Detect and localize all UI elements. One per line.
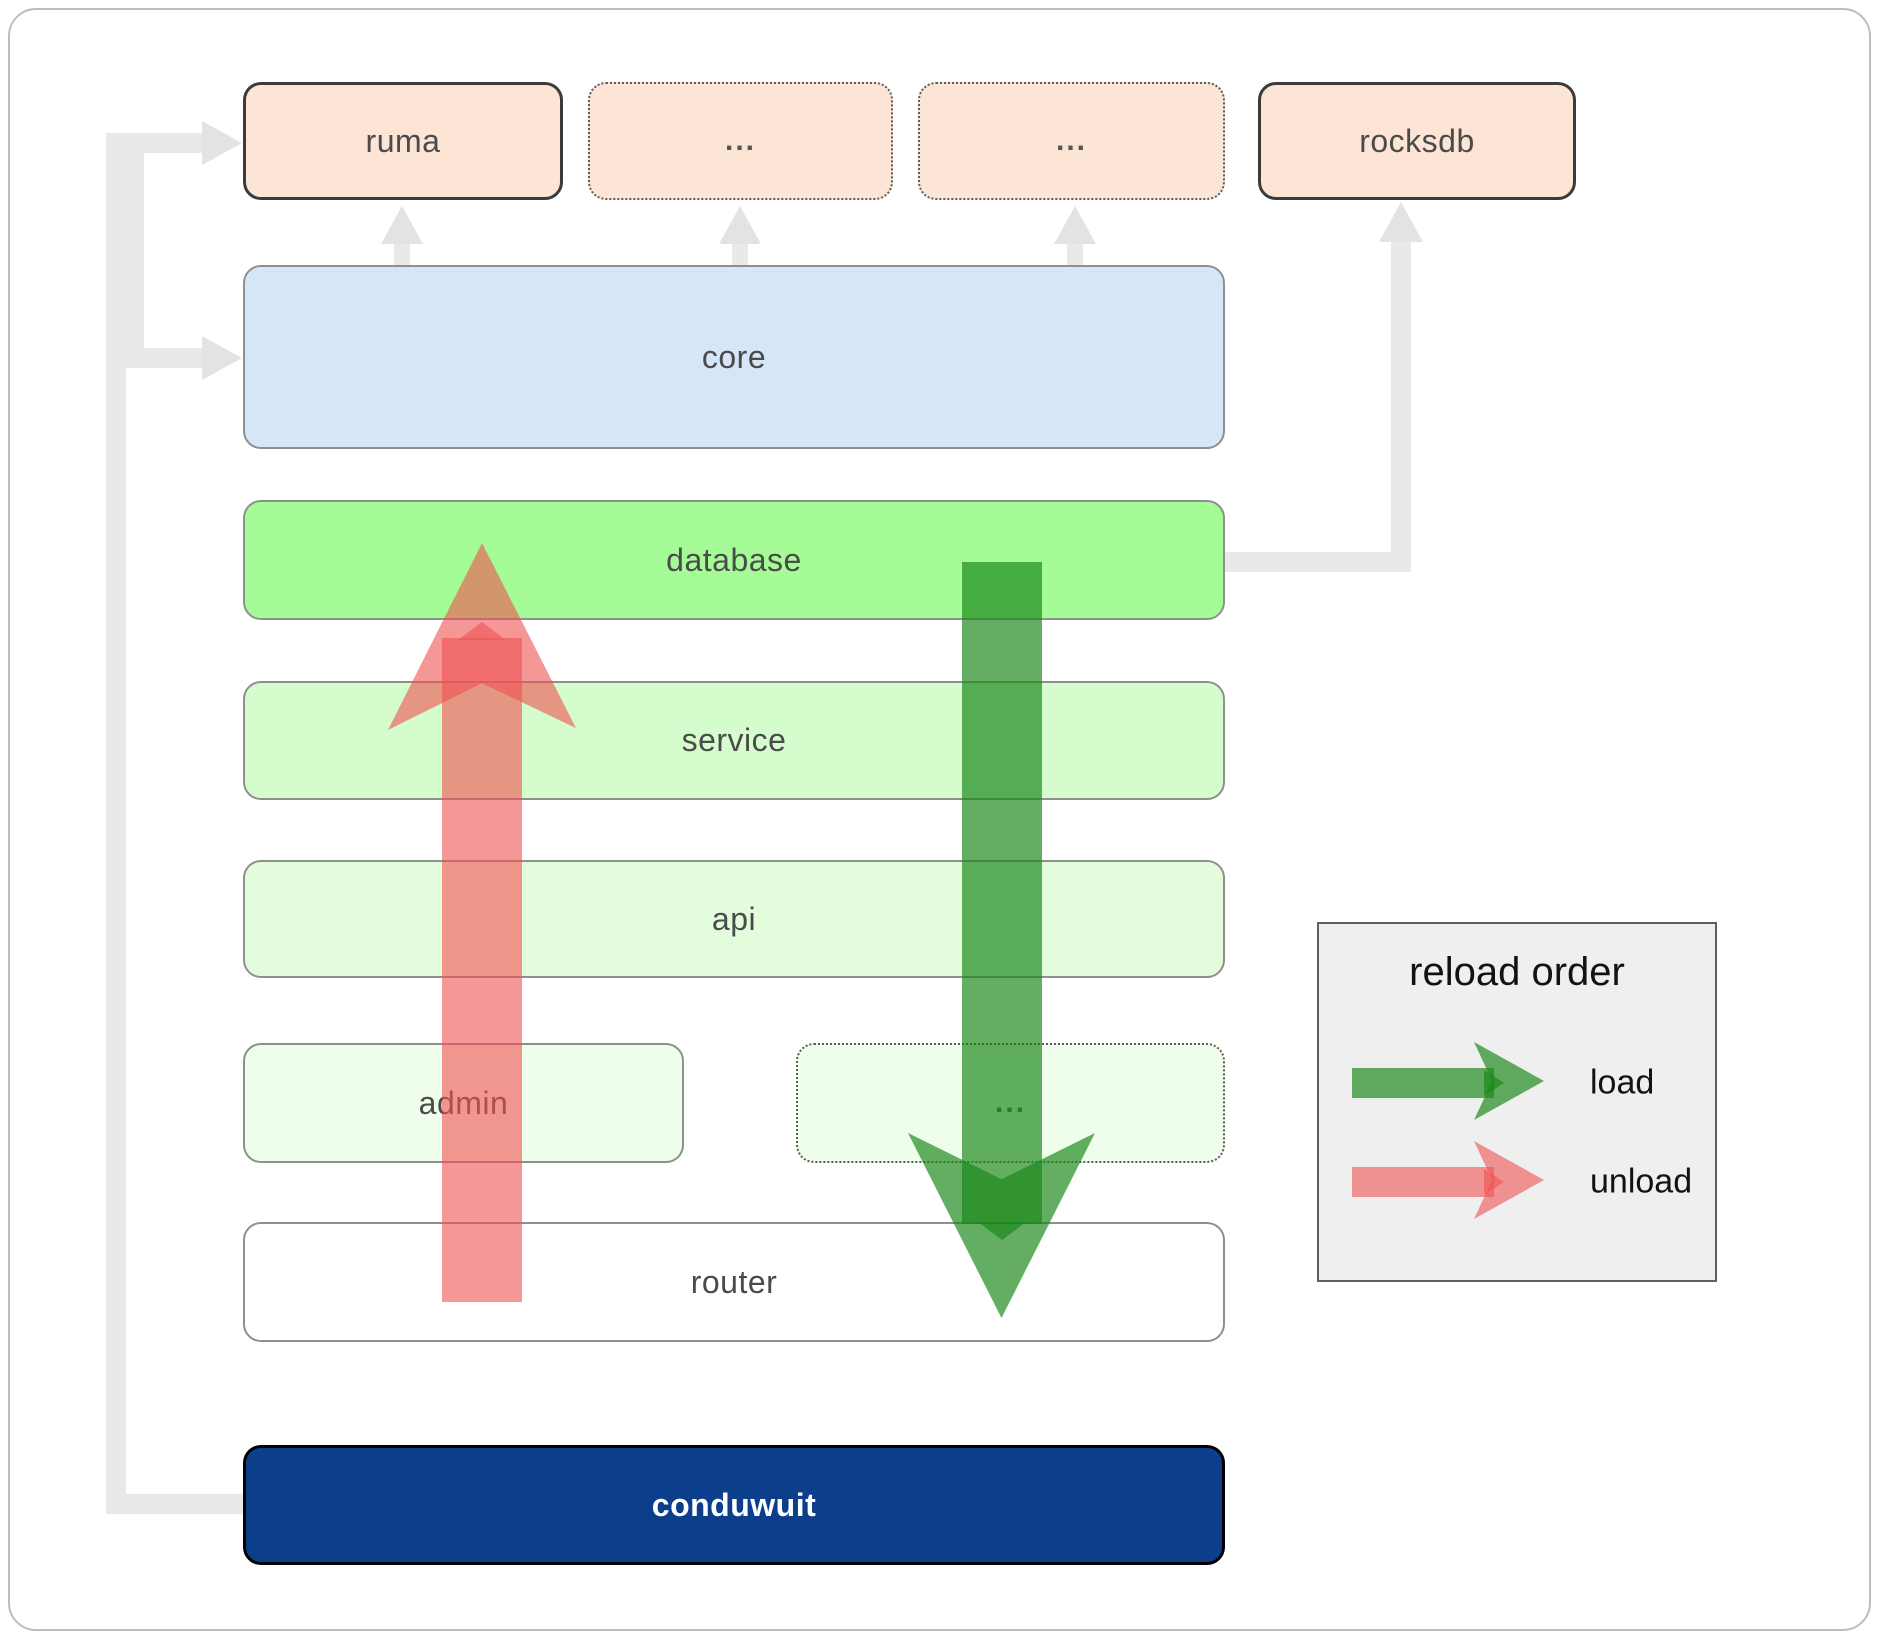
node-ellipsis-1: ... — [588, 82, 893, 200]
core-to-ruma-arrow-shaft — [394, 240, 410, 267]
legend-load-arrow-shaft — [1352, 1068, 1494, 1098]
node-api: api — [243, 860, 1225, 978]
node-ruma-label: ruma — [365, 122, 441, 159]
connector-trunk-line — [106, 133, 126, 1514]
node-router-label: router — [690, 1263, 778, 1300]
node-ellipsis-2-label: ... — [1055, 124, 1087, 157]
node-conduwuit-label: conduwuit — [651, 1486, 817, 1523]
node-rocksdb: rocksdb — [1258, 82, 1576, 200]
node-core: core — [243, 265, 1225, 449]
legend-unload-label: unload — [1590, 1162, 1693, 1201]
unload-arrow-shaft — [442, 638, 522, 1302]
node-rocksdb-label: rocksdb — [1359, 122, 1475, 159]
legend-load-label: load — [1590, 1063, 1655, 1102]
node-database: database — [243, 500, 1225, 620]
diagram-outer-frame — [8, 8, 1871, 1631]
database-elbow-horizontal — [1223, 552, 1411, 572]
node-router: router — [243, 1222, 1225, 1342]
node-service-label: service — [681, 722, 787, 758]
node-ellipsis-1-label: ... — [724, 124, 756, 157]
load-arrow-shaft — [962, 562, 1042, 1224]
connector-branch-to-ruma — [106, 133, 204, 153]
node-service: service — [243, 681, 1225, 800]
node-database-label: database — [666, 541, 802, 578]
legend-title: reload order — [1409, 950, 1625, 994]
legend-unload-arrow-shaft — [1352, 1167, 1494, 1197]
node-conduwuit: conduwuit — [243, 1445, 1225, 1565]
legend — [1317, 922, 1717, 1282]
connector-branch-from-conduwuit — [106, 1494, 243, 1514]
core-to-ellipsis2-arrow-shaft — [1067, 240, 1083, 267]
node-core-label: core — [701, 338, 767, 375]
node-api-label: api — [711, 900, 757, 937]
connector-step-line — [124, 143, 144, 358]
database-elbow-vertical — [1391, 238, 1411, 570]
connector-branch-to-core — [124, 348, 204, 368]
node-ruma: ruma — [243, 82, 563, 200]
node-ellipsis-2: ... — [918, 82, 1225, 200]
core-to-ellipsis1-arrow-shaft — [732, 240, 748, 267]
